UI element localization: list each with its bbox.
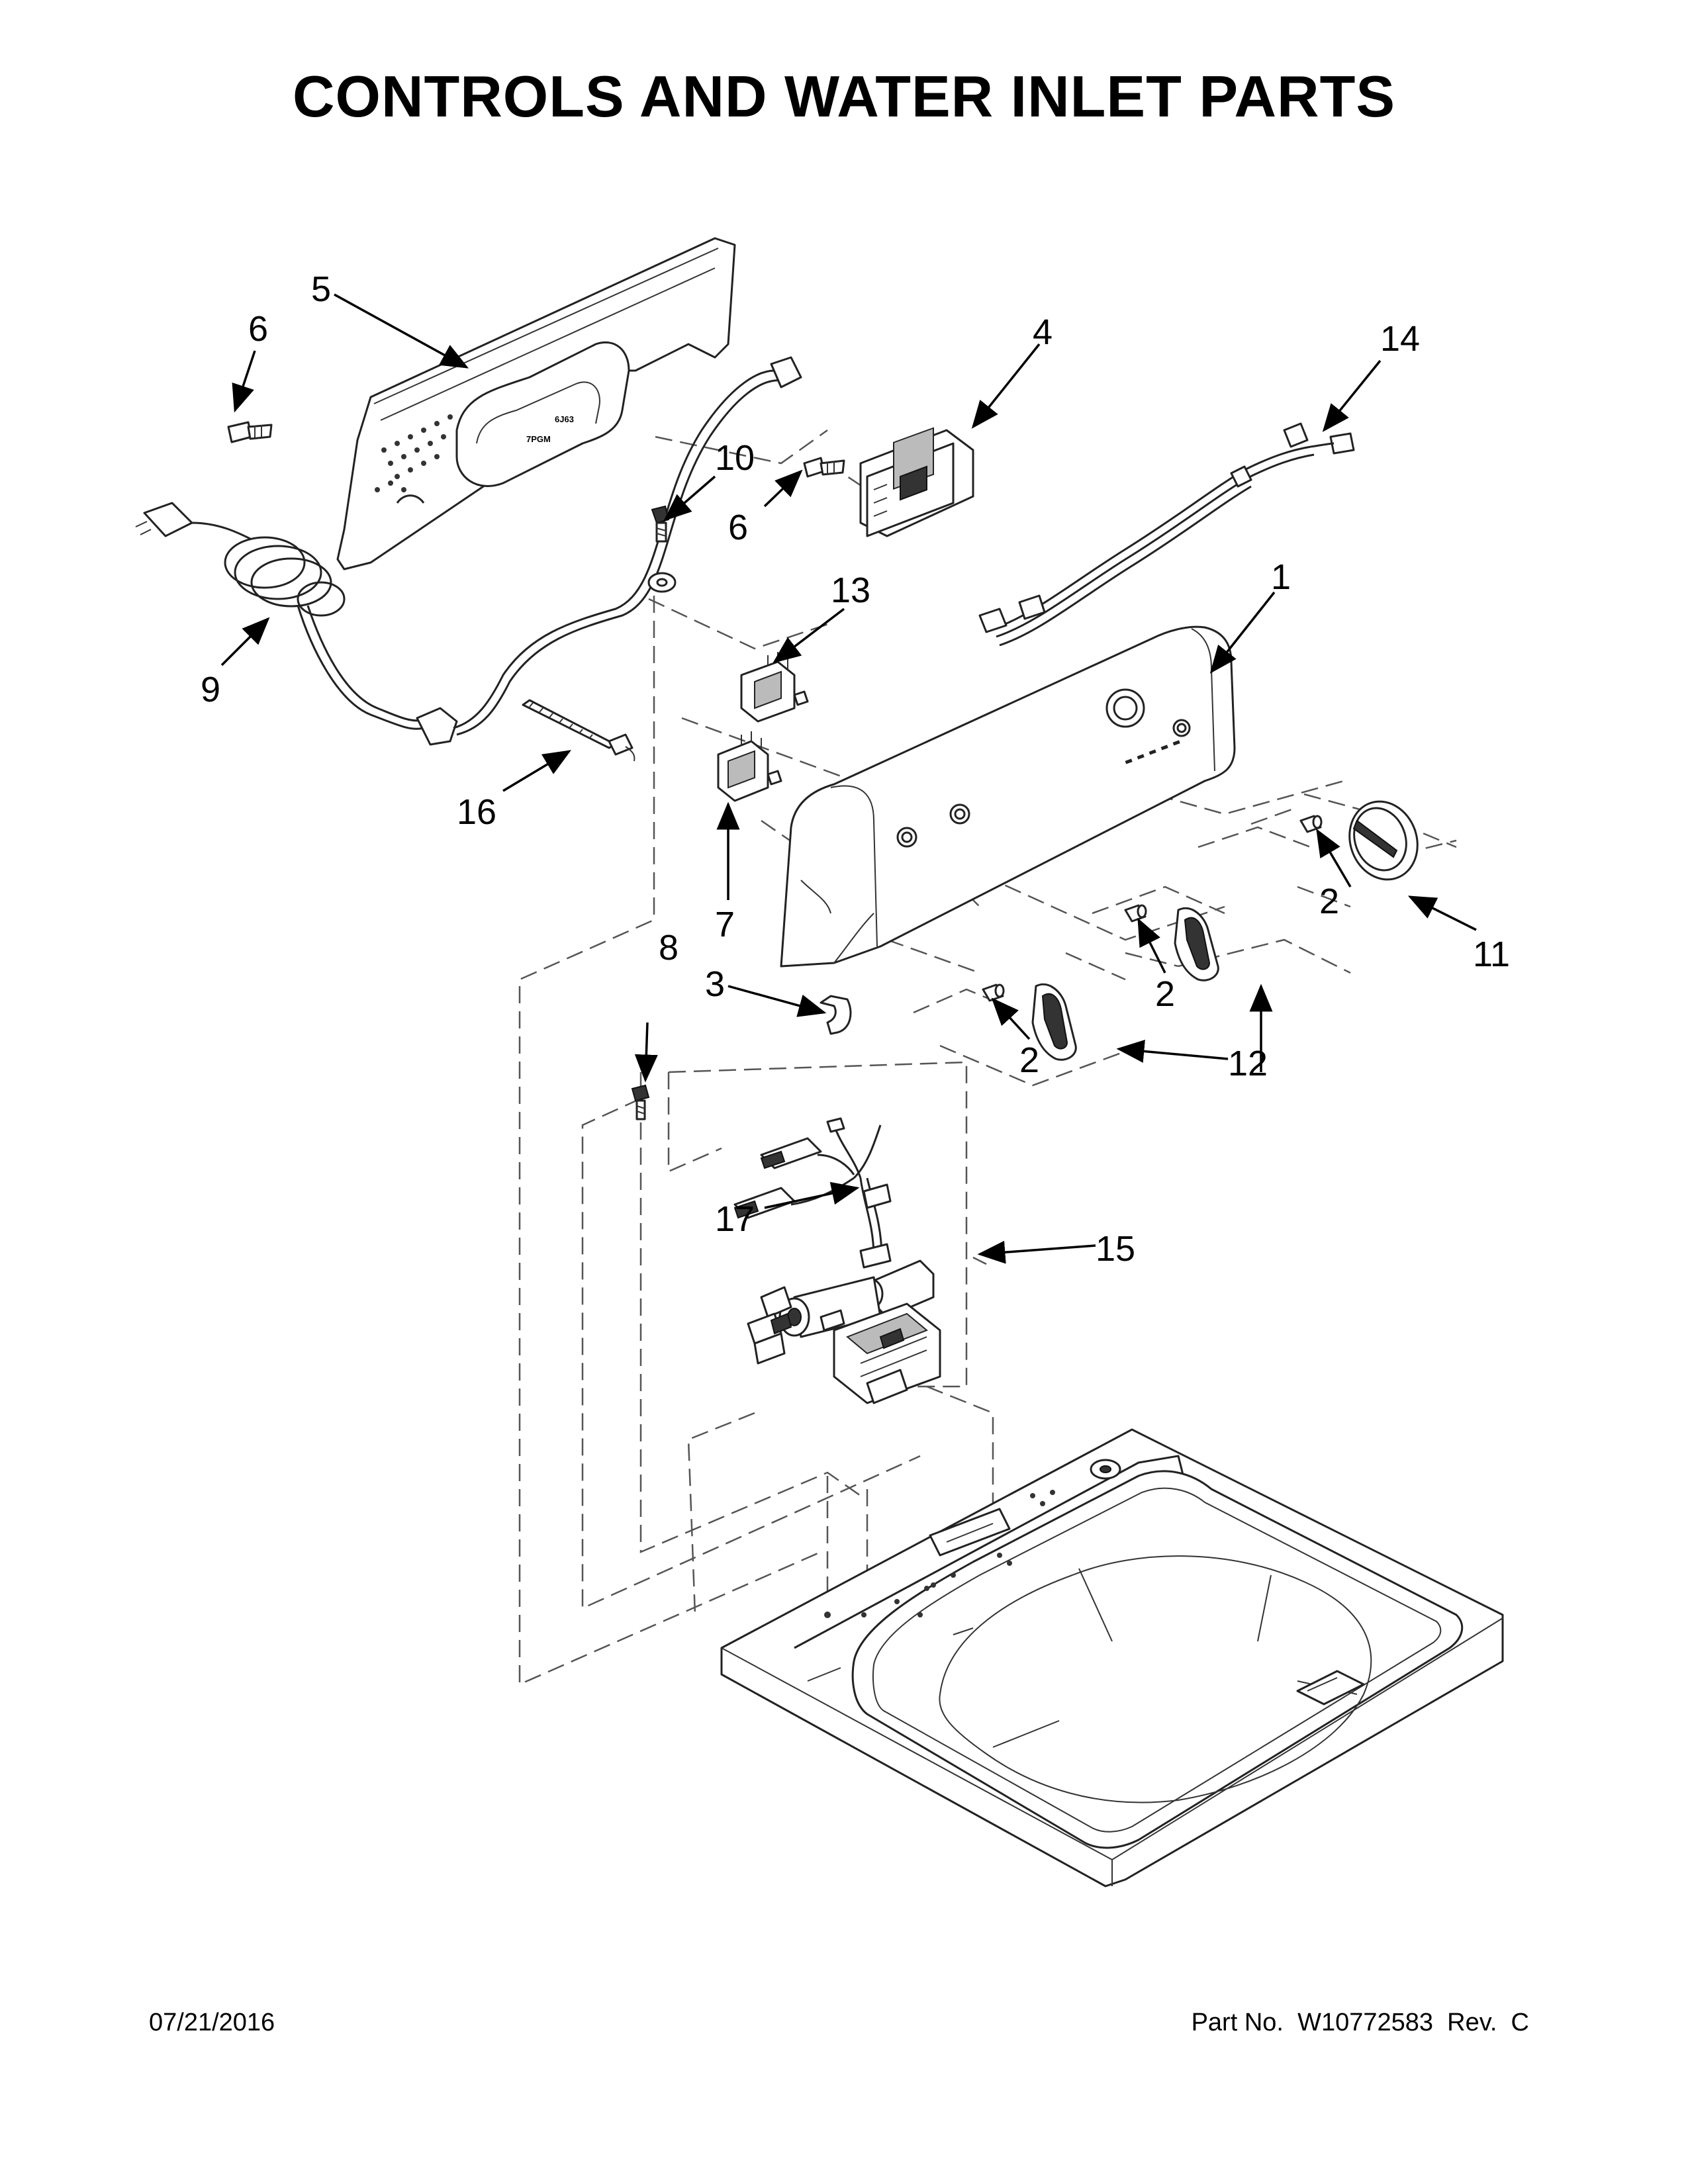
callout-2-middle: 2 bbox=[1155, 974, 1175, 1014]
leader-9 bbox=[220, 617, 270, 666]
callout-4: 4 bbox=[1033, 312, 1053, 352]
electronic-control-board bbox=[859, 427, 974, 537]
callout-1: 1 bbox=[1271, 557, 1291, 597]
knob-adapter-2 bbox=[1124, 904, 1147, 923]
switch-part-13 bbox=[740, 652, 809, 723]
footer-part-number: Part No. W10772583 Rev. C bbox=[1191, 2009, 1529, 2036]
knob-adapter-1 bbox=[982, 983, 1005, 1002]
knob-adapter-3 bbox=[1299, 815, 1323, 833]
callout-12: 12 bbox=[1228, 1044, 1268, 1083]
callout-14: 14 bbox=[1380, 319, 1420, 359]
panel-screw-left bbox=[227, 421, 273, 443]
leader-6a bbox=[232, 350, 256, 413]
leader-5 bbox=[334, 293, 469, 369]
callout-3: 3 bbox=[705, 964, 725, 1004]
callout-15: 15 bbox=[1096, 1229, 1135, 1269]
leader-14 bbox=[1322, 359, 1382, 432]
leader-2b bbox=[991, 997, 1031, 1040]
page-title: CONTROLS AND WATER INLET PARTS bbox=[292, 64, 1396, 129]
leader-8 bbox=[634, 1022, 658, 1083]
mounting-screw bbox=[631, 1084, 650, 1120]
leader-15 bbox=[977, 1240, 1096, 1264]
leader-6b bbox=[763, 469, 803, 508]
switch-part-7 bbox=[717, 731, 782, 802]
vent-slots bbox=[375, 414, 453, 492]
leader-12b bbox=[1116, 1040, 1229, 1063]
callout-6-left: 6 bbox=[248, 309, 268, 349]
callout-16: 16 bbox=[457, 792, 496, 832]
leader-11 bbox=[1407, 895, 1477, 931]
callout-9: 9 bbox=[201, 670, 220, 709]
water-inlet-valve bbox=[747, 1259, 941, 1404]
ground-screw bbox=[647, 505, 677, 593]
leader-2c bbox=[1137, 917, 1166, 974]
panel-badge-right: 6J63 bbox=[555, 414, 574, 424]
footer-date: 07/21/2016 bbox=[149, 2009, 275, 2036]
leader-10 bbox=[663, 475, 716, 522]
leader-arrows bbox=[220, 293, 1477, 1264]
knob-round bbox=[1348, 800, 1419, 881]
leader-3 bbox=[727, 985, 827, 1017]
callout-labels: 1 2 2 2 3 4 5 6 6 7 8 9 10 11 12 13 14 1… bbox=[201, 269, 1510, 1269]
leader-1 bbox=[1209, 591, 1276, 674]
cable-tie bbox=[522, 699, 635, 762]
leader-16 bbox=[502, 750, 572, 792]
callout-5: 5 bbox=[311, 269, 331, 309]
rear-control-panel: 7PGM 6J63 bbox=[336, 237, 736, 570]
leader-2d bbox=[1316, 828, 1352, 887]
panel-screw-right bbox=[803, 457, 845, 478]
callout-6-right: 6 bbox=[728, 508, 748, 547]
washer-top-cover bbox=[720, 1428, 1504, 1888]
callout-17: 17 bbox=[715, 1199, 755, 1239]
valve-wire-harness bbox=[733, 1117, 892, 1269]
main-wire-harness bbox=[978, 422, 1355, 647]
callout-2-left: 2 bbox=[1019, 1040, 1039, 1080]
callout-8: 8 bbox=[659, 928, 679, 968]
callout-11: 11 bbox=[1473, 934, 1510, 974]
leader-17 bbox=[764, 1181, 860, 1209]
power-cord bbox=[135, 356, 802, 746]
knob-middle bbox=[1174, 907, 1219, 981]
knob-left bbox=[1031, 983, 1077, 1061]
callout-7: 7 bbox=[715, 905, 735, 944]
callout-13: 13 bbox=[831, 570, 870, 610]
leader-4 bbox=[971, 343, 1041, 429]
console-housing bbox=[780, 625, 1236, 968]
leader-13 bbox=[773, 608, 845, 664]
panel-badge-left: 7PGM bbox=[526, 434, 551, 444]
light-pipe-clip bbox=[820, 995, 852, 1035]
callout-2-right: 2 bbox=[1319, 882, 1339, 921]
callout-10: 10 bbox=[715, 438, 755, 478]
